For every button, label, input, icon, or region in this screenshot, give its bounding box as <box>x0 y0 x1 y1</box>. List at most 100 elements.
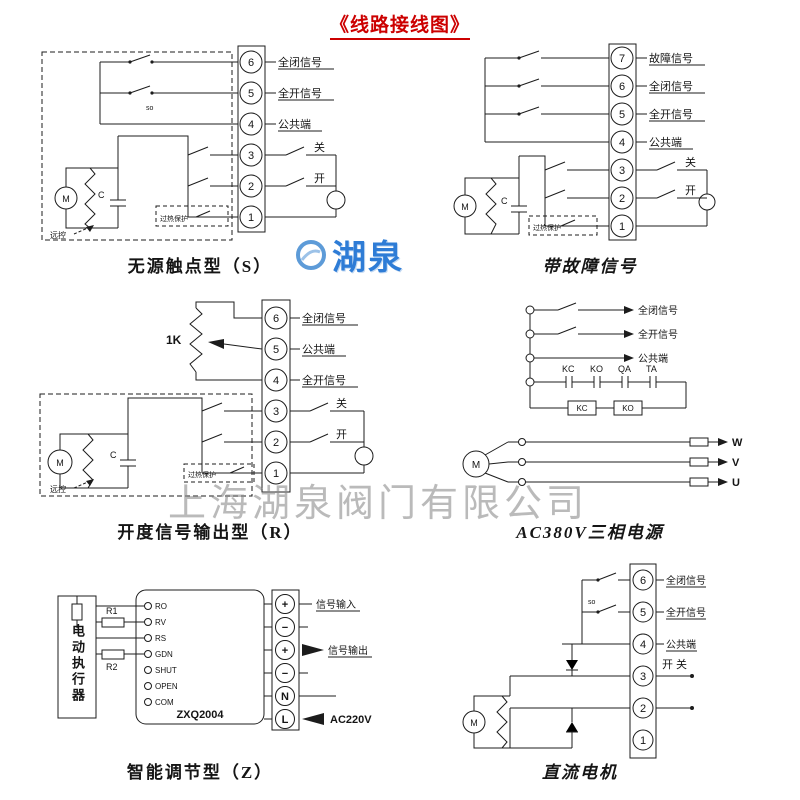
label-full-close: 全闭信号 <box>638 304 678 317</box>
terminal-number: 3 <box>640 671 646 683</box>
potentiometer-icon <box>189 307 203 373</box>
module-box: ZXQ2004 RO RV RS GDN SHUT OPEN COM <box>135 589 265 725</box>
pin-label: GDN <box>155 650 173 659</box>
actuator-box <box>57 595 97 719</box>
r2-label: R2 <box>106 662 118 672</box>
terminal-number: 1 <box>248 212 254 224</box>
module-model: ZXQ2004 <box>176 709 224 721</box>
label-signal-in: 信号输入 <box>316 598 356 611</box>
contact-label: KC <box>562 364 575 374</box>
panel-passive-contact-s: 6 5 4 3 2 1 全闭信号 全开信号 公共端 <box>38 40 360 252</box>
panel-fault-signal: 7 6 5 4 3 2 1 故障信号 全闭信号 全开信号 公共端 <box>445 38 745 260</box>
label-full-close: 全闭信号 <box>302 311 346 325</box>
open-close-circuit: 关 开 <box>636 155 716 227</box>
label-full-open: 全开信号 <box>649 107 693 121</box>
r1-label: R1 <box>106 606 118 616</box>
label-open: 开 <box>685 185 696 197</box>
remote-note: 远控 <box>50 225 94 240</box>
switch-icon <box>195 210 211 218</box>
pot-value: 1K <box>166 333 182 347</box>
label-common: 公共端 <box>638 352 668 365</box>
motor-block: M C <box>453 155 546 235</box>
caption-opening-signal: 开度信号输出型（R） <box>117 523 303 542</box>
motor-phase-lines: M W V U <box>462 437 743 489</box>
motor-letter: M <box>461 202 469 212</box>
arrow-icon <box>624 354 634 362</box>
switch-icon <box>229 466 245 474</box>
terminal-strip: 7 6 5 4 3 2 1 <box>608 43 637 241</box>
arrow-icon <box>718 458 728 466</box>
overheat-label: 过热保护 <box>188 470 216 479</box>
diode-icon <box>566 722 578 732</box>
remote-label: 远控 <box>50 230 66 240</box>
switch-icon <box>285 146 305 156</box>
coil-label: KO <box>622 404 634 413</box>
switch-icon <box>560 219 576 227</box>
pin-label: SHUT <box>155 666 177 675</box>
potentiometer-block: 1K <box>166 301 263 381</box>
contact-label: KO <box>590 364 603 374</box>
capacitor-letter: C <box>501 196 508 206</box>
caption-fault-signal: 带故障信号 <box>542 257 638 276</box>
arrow-icon <box>86 479 94 486</box>
switch-icon <box>309 402 329 412</box>
switch-icon <box>597 572 617 581</box>
pin-label: COM <box>155 698 174 707</box>
terminal-number: 2 <box>619 193 625 205</box>
actuator-label: 电动执行器 <box>70 624 85 704</box>
motor-block: M C <box>47 397 203 489</box>
label-close: 关 <box>314 140 325 154</box>
label-common: 公共端 <box>666 638 696 651</box>
lamp-icon <box>698 193 716 211</box>
enclosure-dashed-box <box>41 51 233 241</box>
terminal-number: 5 <box>248 88 254 100</box>
resistor-icon <box>101 617 125 628</box>
coil-row: KC KO <box>530 400 686 416</box>
open-close-circuit: 关 开 <box>290 396 374 474</box>
label-signal-out: 信号输出 <box>328 644 368 657</box>
label-close: 关 <box>336 396 347 410</box>
terminal-number: 2 <box>273 437 279 449</box>
label-fault: 故障信号 <box>649 51 693 65</box>
terminal-symbol: + <box>282 645 288 657</box>
switch-tag: so <box>588 599 596 606</box>
terminal-strip: 6 5 4 3 2 1 <box>237 45 266 233</box>
switch-icon <box>544 189 566 199</box>
page-title: 《线路接线图》 <box>329 10 471 40</box>
pin-label: RV <box>155 618 167 627</box>
panel-opening-signal-r: 6 5 4 3 2 1 全闭信号 公共端 全开信号 <box>34 292 406 510</box>
signal-labels: 全闭信号 公共端 全开信号 <box>290 311 358 388</box>
terminal-number: 4 <box>619 137 625 149</box>
terminal-strip: + − + − N L <box>264 589 300 731</box>
pin-label: OPEN <box>155 682 178 691</box>
overheat-box <box>528 215 598 236</box>
terminal-number: 5 <box>619 109 625 121</box>
terminal-symbol: − <box>282 668 288 680</box>
terminal-number: 6 <box>273 313 279 325</box>
terminal-number: 3 <box>619 165 625 177</box>
panel-intelligent-z: ZXQ2004 RO RV RS GDN SHUT OPEN COM R1 R2 <box>46 580 418 752</box>
switch-icon <box>544 161 566 171</box>
control-switches: 全闭信号 全开信号 公共端 <box>525 302 678 408</box>
label-close: 关 <box>685 155 696 169</box>
capacitor-letter: C <box>98 190 105 200</box>
contact-label: QA <box>618 364 631 374</box>
motor-letter: M <box>470 718 478 728</box>
motor-switches: 过热保护 <box>155 146 238 227</box>
terminal-number: 4 <box>273 375 279 387</box>
label-open: 开 <box>314 173 325 185</box>
label-power: AC220V <box>330 714 372 726</box>
terminal-number: 5 <box>640 607 646 619</box>
terminal-number: 4 <box>640 639 646 651</box>
overheat-label: 过热保护 <box>533 223 561 232</box>
winding-icon <box>485 177 497 235</box>
switch-icon <box>201 402 223 412</box>
switch-icon <box>309 433 329 443</box>
fuse-icon <box>689 477 709 487</box>
motor-switches: 过热保护 <box>183 402 262 483</box>
label-full-close: 全闭信号 <box>666 574 706 587</box>
arrow-icon <box>718 478 728 486</box>
fuse-icon <box>689 457 709 467</box>
pin-label: RO <box>155 602 167 611</box>
terminal-number: 7 <box>619 53 625 65</box>
